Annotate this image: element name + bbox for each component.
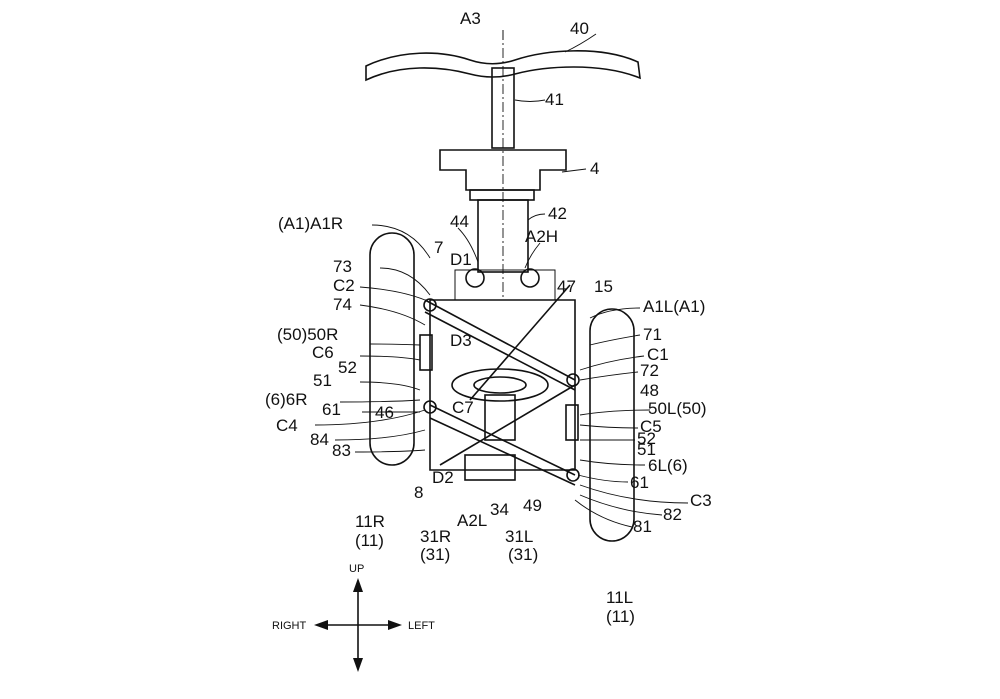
label-40: 40	[570, 19, 589, 38]
arm-upper	[424, 299, 576, 381]
label-74: 74	[333, 295, 352, 314]
label-50L: 50L(50)	[648, 399, 707, 418]
label-D3: D3	[450, 331, 472, 350]
label-52a: 52	[338, 358, 357, 377]
label-48: 48	[640, 381, 659, 400]
label-C4: C4	[276, 416, 298, 435]
label-84: 84	[310, 430, 329, 449]
label-31R: 31R	[420, 527, 451, 546]
handlebar-40	[365, 50, 641, 82]
label-up: UP	[349, 563, 364, 575]
label-46: 46	[375, 403, 394, 422]
label-A3: A3	[460, 9, 481, 28]
direction-arrows	[314, 578, 402, 672]
label-44: 44	[450, 212, 469, 231]
label-11R-paren: (11)	[355, 531, 384, 550]
label-A1L: A1L(A1)	[643, 297, 705, 316]
label-C5: C5	[640, 417, 662, 436]
label-61a: 61	[322, 400, 341, 419]
wheel-11R	[369, 232, 415, 466]
label-72: 72	[640, 361, 659, 380]
label-C6: C6	[312, 343, 334, 362]
label-C7: C7	[452, 398, 474, 417]
label-11L: 11L	[606, 588, 633, 607]
label-50R: (50)50R	[277, 325, 338, 344]
label-left: LEFT	[408, 620, 435, 632]
label-82: 82	[663, 505, 682, 524]
label-83: 83	[332, 441, 351, 460]
label-47: 47	[557, 277, 576, 296]
label-61b: 61	[630, 473, 649, 492]
label-73: 73	[333, 257, 352, 276]
arm-upper-2	[469, 284, 571, 401]
label-A2L: A2L	[457, 511, 487, 530]
label-6R: (6)6R	[265, 390, 308, 409]
label-4: 4	[590, 159, 599, 178]
label-A2H: A2H	[525, 227, 558, 246]
label-51b: 51	[637, 440, 656, 459]
label-D1: D1	[450, 250, 472, 269]
label-6L: 6L(6)	[648, 456, 688, 475]
label-8: 8	[414, 483, 423, 502]
label-31L-paren: (31)	[508, 545, 538, 564]
label-11R: 11R	[355, 512, 385, 531]
label-81: 81	[633, 517, 652, 536]
label-D2: D2	[432, 468, 454, 487]
bracket-4	[439, 149, 567, 191]
label-11L-paren: (11)	[606, 607, 635, 626]
label-C3: C3	[690, 491, 712, 510]
label-71: 71	[643, 325, 662, 344]
label-C2: C2	[333, 276, 355, 295]
label-A1R: (A1)A1R	[278, 214, 343, 233]
label-34: 34	[490, 500, 509, 519]
wheel-11L	[589, 308, 635, 542]
label-49: 49	[523, 496, 542, 515]
label-right: RIGHT	[272, 620, 307, 632]
label-7: 7	[434, 238, 443, 257]
label-15: 15	[594, 277, 613, 296]
label-31R-paren: (31)	[420, 545, 450, 564]
arm-lower-2	[439, 384, 576, 466]
label-51a: 51	[313, 371, 332, 390]
label-C1: C1	[647, 345, 669, 364]
label-52b: 52	[637, 429, 656, 448]
label-31L: 31L	[505, 527, 533, 546]
center-disc	[451, 368, 549, 402]
leader-lines	[314, 30, 689, 528]
label-41: 41	[545, 90, 564, 109]
label-42: 42	[548, 204, 567, 223]
